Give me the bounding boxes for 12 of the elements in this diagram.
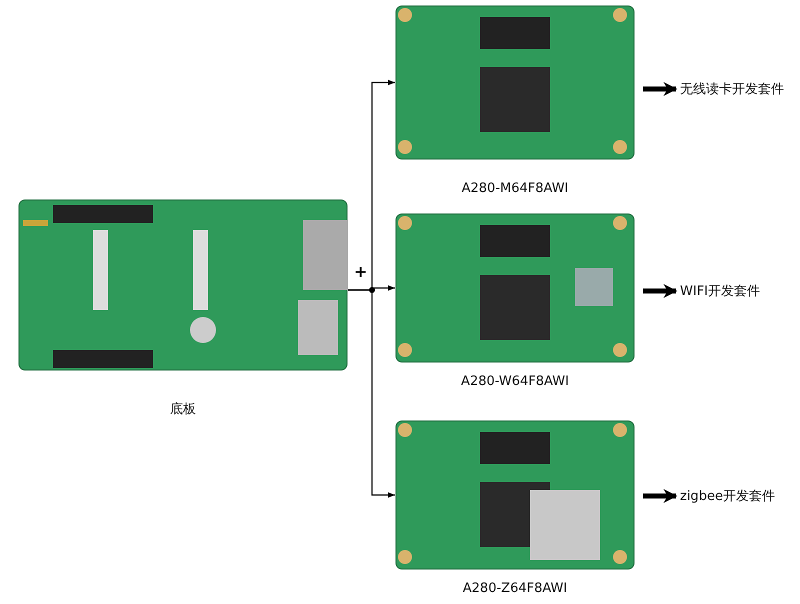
kit-label: 无线读卡开发套件 bbox=[680, 80, 784, 98]
kit-label: zigbee开发套件 bbox=[680, 487, 775, 505]
board-caption: A280-M64F8AWI bbox=[460, 181, 570, 196]
board-caption: A280-W64F8AWI bbox=[460, 374, 570, 389]
thick-arrow bbox=[643, 489, 678, 503]
thick-arrow bbox=[643, 284, 678, 298]
kit-label: WIFI开发套件 bbox=[680, 282, 760, 300]
plus-sign: + bbox=[354, 262, 368, 281]
connector-arrow bbox=[348, 289, 395, 498]
board-caption: 底板 bbox=[169, 401, 197, 418]
thick-arrow bbox=[643, 82, 678, 96]
board-caption: A280-Z64F8AWI bbox=[462, 581, 568, 596]
